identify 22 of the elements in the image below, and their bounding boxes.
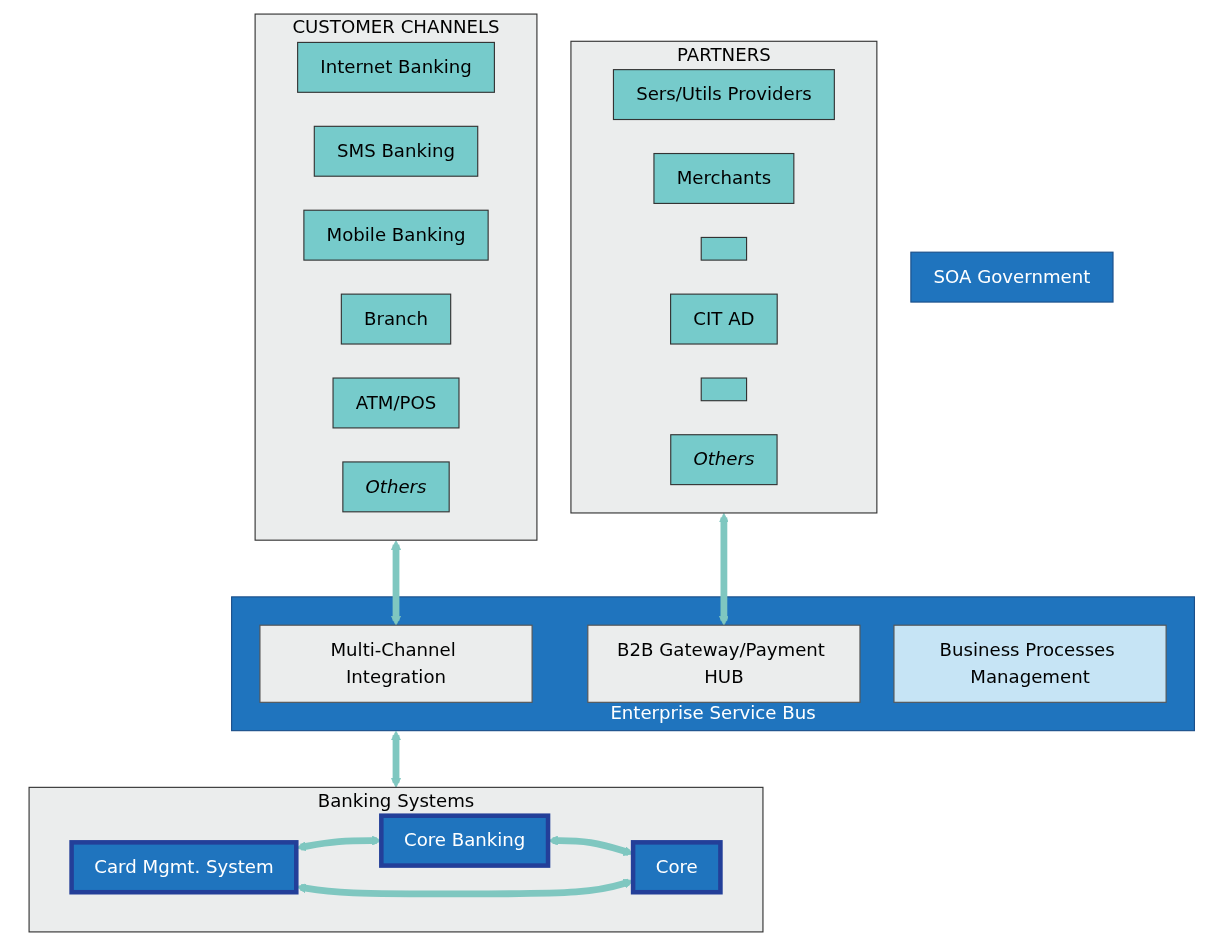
- node-box: Business Processes Management: [893, 624, 1167, 703]
- node-box: Card Mgmt. System: [69, 840, 299, 895]
- node-box: Core Banking: [378, 813, 551, 868]
- node-box: Core: [630, 840, 723, 895]
- node-box: Branch: [340, 293, 451, 345]
- node-box: Mobile Banking: [303, 209, 489, 261]
- node-box: SMS Banking: [313, 125, 479, 177]
- node-box: Others: [669, 434, 778, 486]
- node-box: CIT AD: [669, 293, 778, 345]
- node-box: Merchants: [653, 152, 795, 204]
- node-box: [700, 377, 747, 402]
- node-box: SOA Government: [910, 251, 1114, 303]
- node-box: [700, 236, 747, 261]
- arrow: [390, 730, 401, 788]
- node-box: Others: [342, 461, 450, 513]
- arrow: [390, 540, 401, 626]
- node-box: Multi-Channel Integration: [259, 624, 533, 703]
- node-box: Internet Banking: [296, 41, 495, 93]
- node-box: ATM/POS: [332, 377, 460, 429]
- node-box: Sers/Utils Providers: [612, 69, 835, 121]
- node-box: B2B Gateway/Payment HUB: [587, 624, 861, 703]
- arrow: [718, 512, 729, 626]
